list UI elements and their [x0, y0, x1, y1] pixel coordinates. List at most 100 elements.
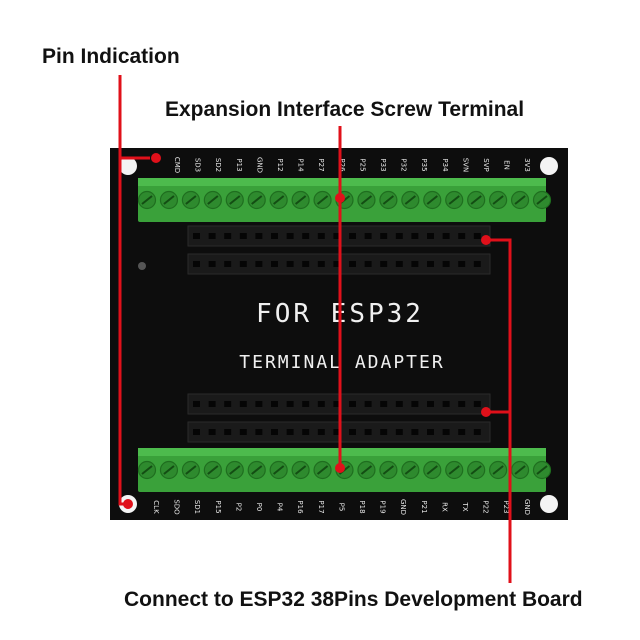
screw-slot — [382, 465, 395, 475]
socket-hole — [349, 261, 356, 267]
screw-slot — [141, 465, 153, 475]
screw-slot — [426, 195, 438, 205]
socket-hole — [395, 429, 403, 435]
socket-hole — [411, 401, 419, 407]
pin-label: P23 — [502, 500, 510, 513]
screw-slot — [273, 465, 285, 475]
socket-hole — [208, 401, 216, 407]
socket-hole — [458, 233, 466, 239]
bottom-terminal-highlight — [138, 448, 546, 456]
socket-hole — [380, 429, 388, 435]
screw-slot — [360, 195, 373, 205]
screw-slot — [294, 195, 307, 205]
pin-label: SD3 — [194, 158, 202, 172]
socket-hole — [193, 261, 200, 267]
screw-slot — [492, 465, 504, 475]
pin-label: GND — [523, 499, 531, 515]
socket-hole — [302, 429, 310, 435]
connect-line — [486, 238, 512, 583]
socket-hole — [411, 261, 419, 267]
pin-label: P0 — [255, 503, 263, 512]
socket-hole — [395, 233, 403, 239]
pin-label: P32 — [400, 158, 408, 171]
socket-hole — [239, 261, 247, 267]
pin-label: GND — [255, 157, 263, 173]
socket-hole — [395, 401, 403, 407]
screw-slot — [294, 465, 307, 475]
socket-hole — [271, 401, 278, 407]
screw-slot — [316, 195, 329, 205]
screw-slot — [382, 195, 395, 205]
socket-hole — [271, 261, 278, 267]
socket-hole — [286, 429, 294, 435]
pin-label: P18 — [358, 500, 366, 513]
mounting-hole — [119, 157, 137, 175]
socket-hole — [395, 261, 403, 267]
socket-hole — [302, 233, 310, 239]
screw-slot — [492, 195, 504, 205]
led-dot — [138, 262, 146, 270]
pin-label: P16 — [296, 500, 304, 514]
socket-hole — [286, 261, 294, 267]
socket-hole — [224, 233, 232, 239]
board-subtitle: TERMINAL ADAPTER — [239, 352, 444, 373]
socket-hole — [317, 233, 325, 239]
socket-hole — [224, 261, 232, 267]
socket-hole — [442, 429, 450, 435]
screw-slot — [470, 465, 482, 475]
expansion-dot-top — [335, 193, 345, 203]
connect-board-label: Connect to ESP32 38Pins Development Boar… — [124, 588, 583, 611]
socket-hole — [427, 261, 434, 267]
socket-hole — [193, 429, 200, 435]
socket-hole — [317, 429, 325, 435]
socket-hole — [427, 233, 434, 239]
screw-slot — [207, 195, 219, 205]
mounting-hole — [540, 495, 558, 513]
screw-slot — [448, 195, 460, 205]
socket-hole — [239, 429, 247, 435]
socket-hole — [364, 429, 372, 435]
pin-label: P35 — [420, 158, 428, 171]
screw-slot — [514, 465, 526, 475]
pin-label: SVN — [461, 158, 469, 172]
pin-label: P4 — [276, 503, 284, 512]
screw-slot — [163, 195, 175, 205]
socket-hole — [239, 233, 247, 239]
socket-hole — [224, 401, 232, 407]
socket-hole — [411, 233, 419, 239]
pin-label: P25 — [358, 158, 366, 171]
pin-label: TX — [461, 501, 469, 511]
socket-hole — [380, 233, 388, 239]
pin-label: P22 — [482, 500, 490, 513]
pin-label: P17 — [317, 500, 325, 513]
socket-hole — [380, 261, 388, 267]
socket-hole — [208, 233, 216, 239]
socket-hole — [208, 261, 216, 267]
pin-indication-dot — [151, 153, 161, 163]
top-screws — [137, 190, 552, 210]
socket-hole — [473, 401, 481, 407]
socket-hole — [380, 401, 388, 407]
pin-label: P13 — [235, 158, 243, 171]
socket-hole — [427, 429, 434, 435]
socket-hole — [255, 429, 263, 435]
socket-hole — [364, 401, 372, 407]
socket-hole — [458, 261, 466, 267]
pin-indication-label: Pin Indication — [42, 45, 180, 68]
socket-hole — [255, 261, 263, 267]
socket-hole — [333, 401, 341, 407]
screw-slot — [229, 465, 241, 475]
screw-slot — [536, 195, 548, 205]
socket-hole — [193, 233, 200, 239]
pin-label: SD1 — [193, 500, 201, 514]
pin-label: P33 — [379, 158, 387, 171]
screw-slot — [360, 465, 373, 475]
pin-label: P21 — [420, 500, 428, 513]
screw-slot — [514, 195, 526, 205]
pin-indication-dot-bottom — [123, 499, 133, 509]
screw-slot — [185, 195, 197, 205]
socket-hole — [271, 233, 278, 239]
screw-slot — [273, 195, 285, 205]
socket-hole — [349, 401, 356, 407]
